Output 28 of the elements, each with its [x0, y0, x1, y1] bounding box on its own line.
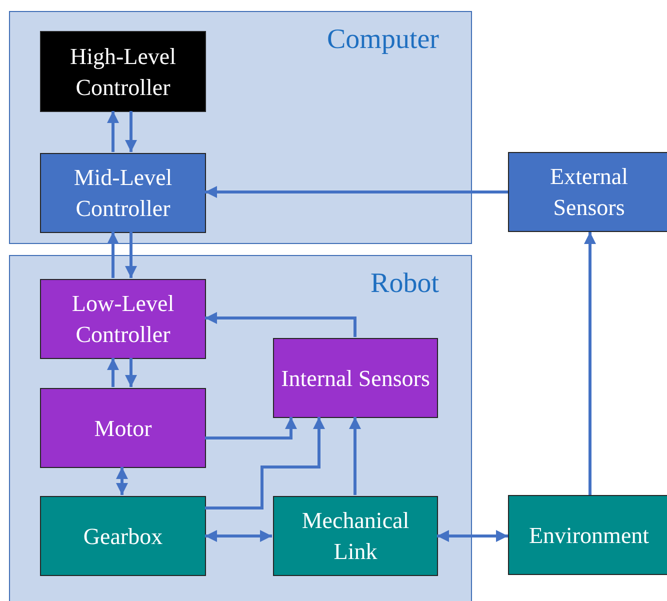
group-panel [9, 255, 472, 601]
process-box: Mechanical Link [273, 496, 438, 576]
arrow [584, 232, 596, 495]
arrow [205, 417, 325, 510]
process-box: Mid-Level Controller [40, 153, 206, 233]
arrow [107, 111, 119, 152]
process-box: Environment [508, 495, 667, 575]
process-box: Low-Level Controller [40, 279, 206, 359]
arrow [349, 417, 361, 495]
arrow [107, 358, 119, 387]
arrow [116, 467, 128, 495]
arrow [437, 530, 508, 542]
arrow [107, 232, 119, 278]
process-box: External Sensors [508, 152, 667, 232]
process-box: Internal Sensors [273, 338, 438, 418]
group-panel [9, 11, 472, 244]
arrow [125, 111, 137, 152]
group-title: Robot [370, 268, 439, 300]
arrow [205, 312, 356, 337]
arrow [125, 358, 137, 387]
process-box: High-Level Controller [40, 31, 206, 112]
arrow [205, 186, 508, 198]
process-box: Gearbox [40, 496, 206, 576]
process-box: Motor [40, 388, 206, 468]
arrow [125, 232, 137, 278]
arrow [205, 417, 297, 440]
group-title: Computer [327, 24, 439, 56]
arrow [205, 530, 272, 542]
